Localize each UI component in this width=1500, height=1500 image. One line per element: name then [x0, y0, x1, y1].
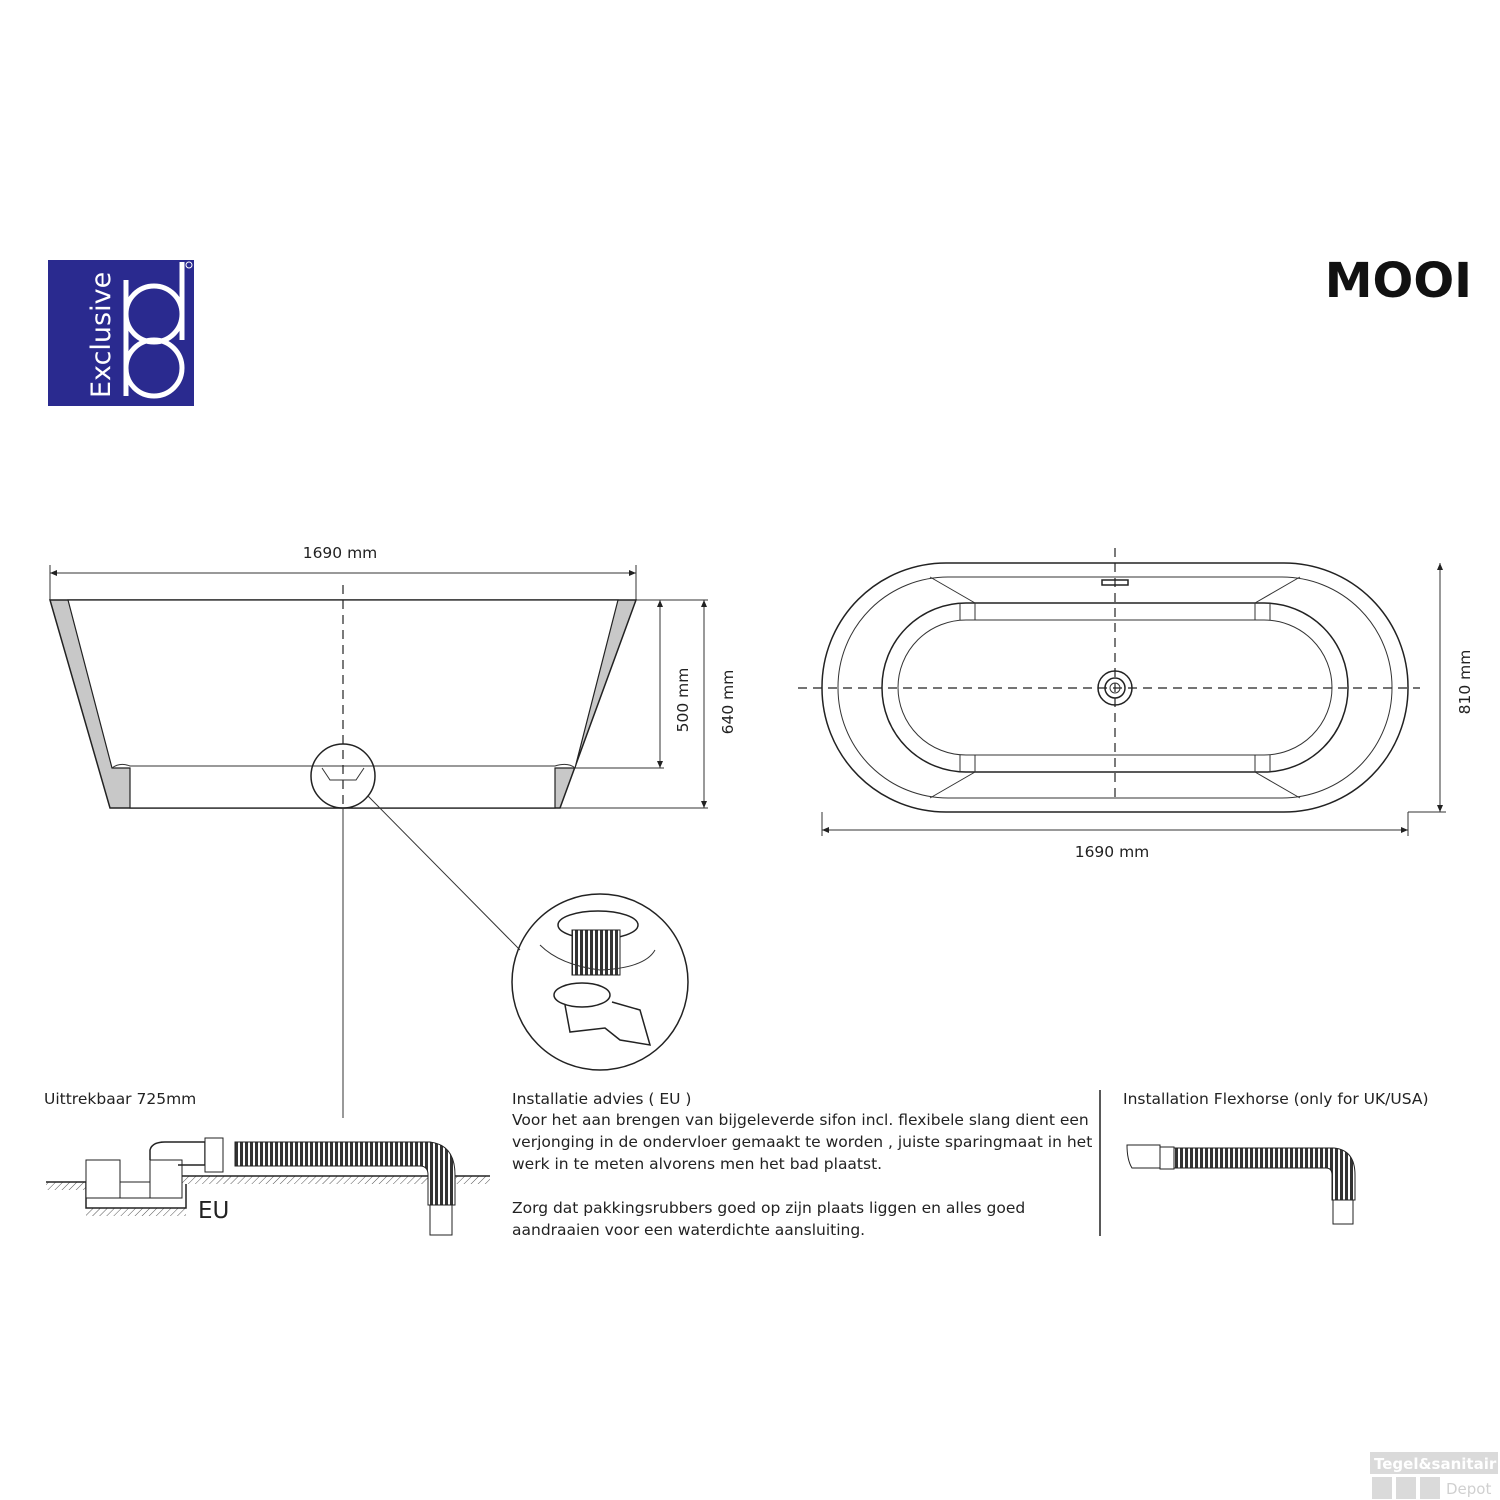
watermark-line1: Tegel&sanitair — [1374, 1455, 1497, 1473]
eu-drain-diagram: Uittrekbaar 725mm EU — [44, 1090, 490, 1236]
top-view: 1690 mm 810 mm — [798, 548, 1474, 861]
watermark-logo: Tegel&sanitair Depot — [1370, 1452, 1498, 1499]
flexhose-title: Installation Flexhorse (only for UK/USA) — [1123, 1090, 1429, 1108]
watermark-line2: Depot — [1446, 1480, 1491, 1498]
height-label: 640 mm — [719, 670, 737, 735]
top-length-label: 1690 mm — [1075, 843, 1150, 861]
side-width-label: 1690 mm — [303, 544, 378, 562]
advice-line: werk in te meten alvorens men het bad pl… — [512, 1155, 882, 1173]
brand-logo: Exclusive — [48, 260, 194, 406]
advice-line: Voor het aan brengen van bijgeleverde si… — [512, 1111, 1089, 1129]
eu-drain-title: Uittrekbaar 725mm — [44, 1090, 196, 1108]
advice-line: aandraaien voor een waterdichte aansluit… — [512, 1221, 865, 1239]
advice-line: verjonging in de ondervloer gemaakt te w… — [512, 1133, 1092, 1151]
product-title: MOOI — [1325, 253, 1472, 309]
flexhose-diagram: Installation Flexhorse (only for UK/USA) — [1123, 1090, 1429, 1225]
advice-title: Installatie advies ( EU ) — [512, 1090, 691, 1108]
installation-advice: Installatie advies ( EU ) Voor het aan b… — [512, 1090, 1092, 1239]
advice-line: Zorg dat pakkingsrubbers goed op zijn pl… — [512, 1199, 1025, 1217]
eu-tag: EU — [198, 1198, 229, 1224]
drain-detail — [511, 893, 689, 1071]
top-width-label: 810 mm — [1456, 650, 1474, 715]
inner-depth-label: 500 mm — [674, 668, 692, 733]
svg-text:Exclusive: Exclusive — [86, 272, 117, 398]
side-view: 1690 mm 500 mm 640 mm — [49, 544, 737, 1118]
